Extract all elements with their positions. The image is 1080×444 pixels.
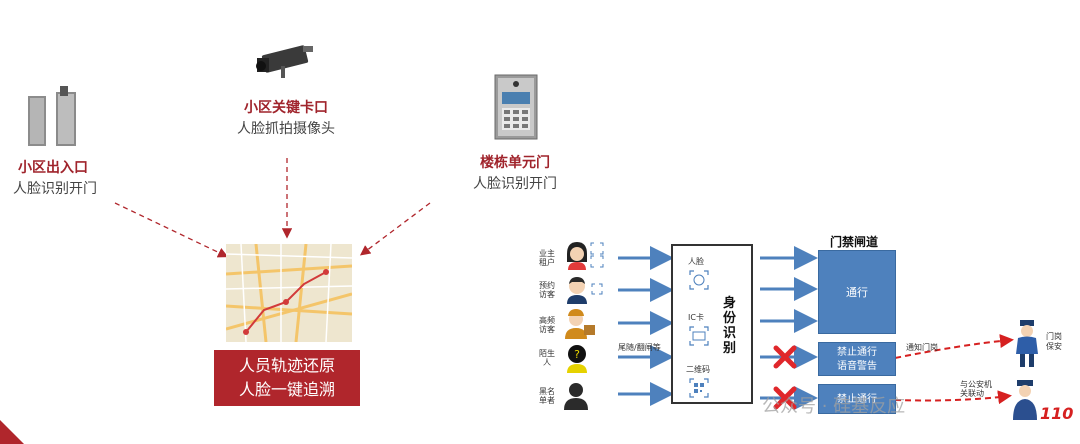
visitor-avatar-icon (564, 274, 590, 304)
stranger-avatar-icon: ? (564, 343, 590, 373)
blacklist-avatar-icon (562, 380, 590, 410)
identity-title: 身份识别 (723, 296, 737, 356)
warn-label-2: 语音警告 (819, 360, 895, 374)
owner-avatar-icon (564, 240, 590, 270)
id-method-face: 人脸 (688, 256, 704, 267)
pass-label: 通行 (846, 286, 868, 299)
person-label-owner: 业主 租户 (536, 249, 558, 267)
id-method-ic-card: IC卡 (688, 312, 704, 323)
face-scan-icon-2 (591, 283, 603, 295)
police-note: 与公安机 关联动 (960, 380, 992, 398)
arrow-door-to-map (362, 203, 430, 254)
trajectory-line2: 人脸一键追溯 (214, 378, 360, 402)
trajectory-line1: 人员轨迹还原 (214, 354, 360, 378)
police-officer-icon (1010, 380, 1040, 420)
arrow-entrance-to-map (115, 203, 226, 256)
warn-box: 禁止通行 语音警告 (818, 342, 896, 376)
person-label-blacklist: 黑名 单者 (536, 387, 558, 405)
watermark-text: 公众号 · 硅基反应 (762, 392, 905, 418)
face-recognition-icon (689, 270, 709, 290)
police-110-badge: 110 (1040, 404, 1073, 423)
notify-guard-label: 通知门岗 (906, 342, 938, 353)
person-label-appointment: 预约 访客 (536, 281, 558, 299)
gate-channel-title: 门禁闸道 (830, 233, 878, 250)
person-label-stranger: 陌生 人 (536, 349, 558, 367)
trajectory-map (226, 244, 352, 342)
courier-avatar-icon (562, 307, 596, 339)
guard-label: 门岗 保安 (1046, 332, 1062, 352)
person-label-frequent: 高频 访客 (536, 316, 558, 334)
corner-accent (0, 420, 24, 444)
trajectory-summary-box: 人员轨迹还原 人脸一键追溯 (214, 350, 360, 406)
qrcode-icon (689, 378, 709, 398)
security-guard-icon (1012, 320, 1042, 368)
warn-label-1: 禁止通行 (819, 346, 895, 360)
identity-recognition-box: 人脸 IC卡 二维码 身份识别 (671, 244, 753, 404)
tailgate-note: 尾随/翻闸等 (618, 342, 661, 353)
svg-text:?: ? (574, 348, 580, 361)
ic-card-icon (689, 326, 709, 346)
pass-box: 通行 (818, 250, 896, 334)
id-method-qrcode: 二维码 (686, 364, 710, 375)
face-scan-icon (590, 242, 604, 268)
